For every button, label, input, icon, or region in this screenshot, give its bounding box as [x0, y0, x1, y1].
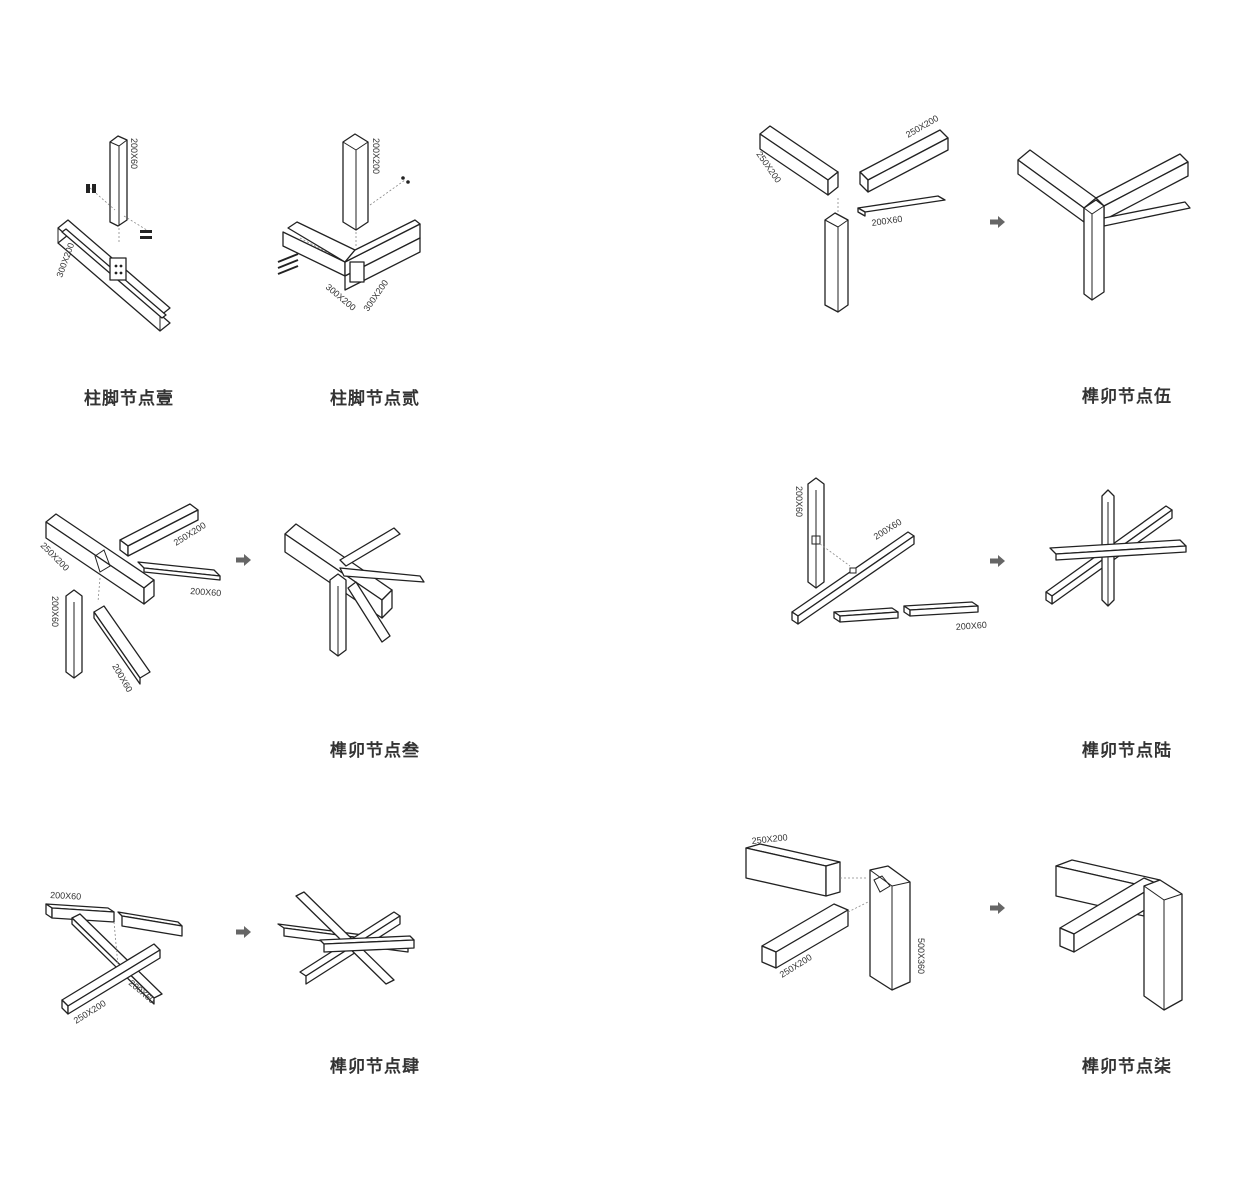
caption-mortise-joint-5: 榫卯节点伍: [1082, 387, 1172, 407]
steel-beam-300x200: [57, 219, 171, 332]
piece-200x60-b: [903, 601, 979, 617]
arrow-right-icon: [990, 555, 1005, 567]
dim-label: 200X200: [371, 138, 381, 174]
dim-label: 250X200: [751, 832, 788, 846]
beam-200x60-diagonal: [791, 531, 915, 625]
diagram-base-joint-2: 200X200 300X200 300X200: [277, 133, 421, 313]
diagram-mortise-joint-6-exploded: 200X60 200X60 200X60: [791, 477, 987, 632]
steel-beam-right: [344, 219, 421, 291]
diagram-mortise-joint-5-assembled: [1017, 149, 1191, 301]
beam-250x200-lower: [761, 903, 849, 969]
caption-mortise-joint-6: 榫卯节点陆: [1082, 741, 1172, 761]
arrow-right-icon: [236, 554, 251, 566]
dim-label: 200X60: [955, 620, 987, 632]
caption-base-joint-1: 柱脚节点壹: [84, 389, 174, 409]
diagram-mortise-joint-5-exploded: 250X200 250X200 200X60: [754, 113, 949, 313]
diagram-mortise-joint-7-exploded: 250X200 250X200 500X360: [745, 832, 926, 991]
brace-200x60-lower: [93, 605, 151, 685]
diagram-mortise-joint-3-assembled: [284, 523, 425, 657]
post-200x60: [65, 589, 83, 679]
beam-250x200: [61, 943, 161, 1015]
brace-200x60: [857, 195, 946, 217]
caption-mortise-joint-3: 榫卯节点叁: [330, 741, 420, 761]
diagram-mortise-joint-4-exploded: 200X60 250X200 200X60: [45, 890, 183, 1026]
arrow-right-icon: [236, 926, 251, 938]
beam-250x200-top: [745, 843, 841, 897]
dim-label: 300X200: [54, 241, 76, 278]
column-200x200: [342, 133, 369, 231]
column-200x60: [824, 212, 849, 313]
beam-250x200-left: [759, 125, 839, 196]
dim-label: 200X60: [129, 138, 139, 169]
bolt-set: [86, 184, 152, 239]
column-200x60: [109, 135, 128, 227]
dim-label: 200X60: [794, 486, 804, 517]
caption-mortise-joint-4: 榫卯节点肆: [330, 1057, 420, 1077]
beam-200x60-top: [45, 903, 115, 923]
beam-200x60-right: [117, 911, 183, 937]
diagram-mortise-joint-4-assembled: [277, 891, 415, 985]
dim-label: 200X60: [190, 586, 222, 598]
diagram-base-joint-1: 200X60 300X200: [54, 135, 171, 332]
caption-base-joint-2: 柱脚节点贰: [330, 389, 420, 409]
diagram-mortise-joint-3-exploded: 250X200 250X200 200X60 200X60 200X60: [39, 503, 222, 694]
piece-200x60-a: [833, 607, 899, 623]
beam-250x200-right: [859, 129, 949, 193]
dim-label: 200X60: [50, 890, 82, 902]
caption-mortise-joint-7: 榫卯节点柒: [1082, 1057, 1172, 1077]
brace-200x60-right: [137, 561, 221, 581]
post-200x60: [807, 477, 825, 589]
dim-label: 200X60: [50, 596, 60, 627]
post-500x360: [869, 865, 911, 991]
beam-250x200-top: [119, 503, 199, 557]
beam-250x200-main: [45, 513, 155, 605]
arrow-right-icon: [990, 902, 1005, 914]
diagram-mortise-joint-6-assembled: [1045, 489, 1187, 607]
dim-label: 200X60: [871, 214, 903, 228]
diagram-mortise-joint-7-assembled: [1055, 859, 1183, 1011]
dim-label: 300X200: [361, 278, 390, 313]
dim-label: 500X360: [916, 938, 926, 974]
arrow-right-icon: [990, 216, 1005, 228]
